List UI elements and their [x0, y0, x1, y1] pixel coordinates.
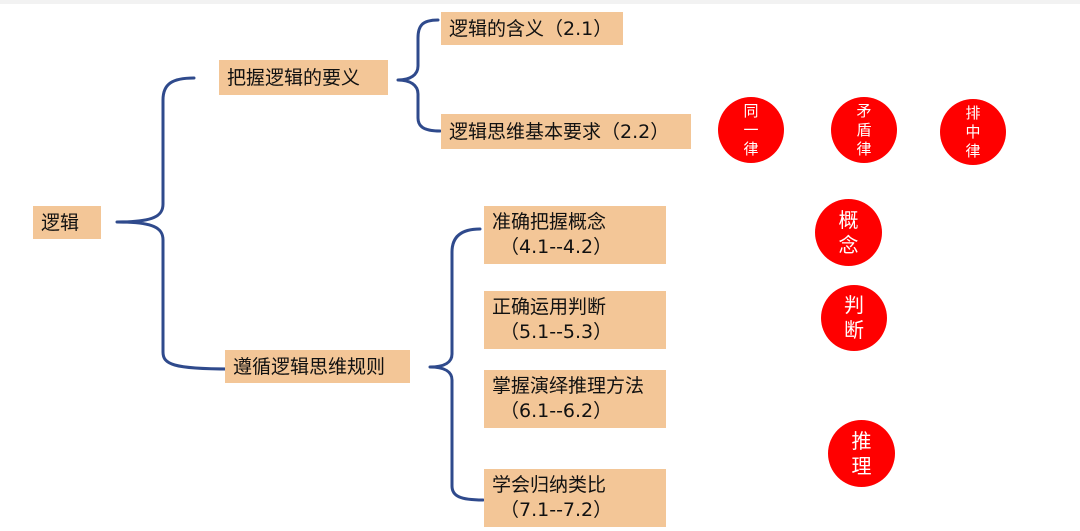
circle-reasoning: 推 理: [828, 420, 895, 487]
node-induction-analogy-label: 学会归纳类比: [492, 474, 607, 496]
node-deductive-reasoning-label: 掌握演绎推理方法: [492, 375, 645, 397]
brace-bottom: [428, 227, 485, 502]
circle-law-excluded-middle-char-3: 律: [965, 141, 981, 160]
node-use-judgment-label: 正确运用判断: [492, 296, 607, 318]
node-use-judgment: 正确运用判断 （5.1--5.3）: [484, 291, 666, 349]
brace-top: [396, 18, 442, 133]
circle-law-contradiction-char-1: 矛: [856, 101, 872, 120]
node-root-logic: 逻辑: [33, 206, 101, 239]
circle-concept-char-1: 概: [838, 207, 859, 232]
circle-judgment-char-2: 断: [844, 318, 864, 342]
node-grasp-essence: 把握逻辑的要义: [219, 60, 388, 95]
circle-law-excluded-middle: 排 中 律: [940, 99, 1006, 165]
circle-law-identity-char-1: 同: [743, 101, 759, 120]
node-grasp-concept-label: 准确把握概念: [492, 211, 607, 233]
node-deductive-reasoning: 掌握演绎推理方法 （6.1--6.2）: [484, 370, 666, 428]
circle-reasoning-char-2: 理: [851, 453, 872, 478]
node-basic-requirements-label: 逻辑思维基本要求（2.2）: [449, 120, 670, 143]
circle-law-contradiction: 矛 盾 律: [831, 97, 897, 163]
node-follow-rules-label: 遵循逻辑思维规则: [233, 355, 386, 378]
circle-reasoning-char-1: 推: [851, 428, 872, 453]
node-meaning-of-logic: 逻辑的含义（2.1）: [441, 12, 623, 45]
circle-concept-char-2: 念: [838, 232, 859, 257]
node-grasp-concept: 准确把握概念 （4.1--4.2）: [484, 206, 666, 264]
circle-judgment-char-1: 判: [844, 293, 864, 317]
node-grasp-concept-range: （4.1--4.2）: [500, 236, 613, 258]
circle-law-identity-char-2: 一: [743, 120, 759, 139]
circle-law-contradiction-char-2: 盾: [856, 120, 872, 139]
circle-law-identity: 同 一 律: [718, 97, 784, 163]
top-strip: [0, 0, 1080, 4]
circle-law-contradiction-char-3: 律: [856, 139, 872, 158]
node-follow-rules: 遵循逻辑思维规则: [225, 350, 410, 383]
node-root-label: 逻辑: [41, 211, 80, 234]
node-use-judgment-range: （5.1--5.3）: [500, 321, 613, 343]
circle-law-excluded-middle-char-2: 中: [965, 122, 981, 141]
node-induction-analogy: 学会归纳类比 （7.1--7.2）: [484, 469, 666, 527]
circle-concept: 概 念: [815, 199, 882, 266]
brace-root: [115, 76, 232, 371]
circle-law-excluded-middle-char-1: 排: [965, 103, 981, 122]
node-grasp-essence-label: 把握逻辑的要义: [227, 66, 361, 89]
node-deductive-reasoning-range: （6.1--6.2）: [500, 400, 613, 422]
circle-judgment: 判 断: [821, 285, 887, 351]
node-meaning-of-logic-label: 逻辑的含义（2.1）: [449, 17, 613, 40]
node-basic-requirements: 逻辑思维基本要求（2.2）: [441, 114, 691, 149]
circle-law-identity-char-3: 律: [743, 139, 759, 158]
node-induction-analogy-range: （7.1--7.2）: [500, 499, 613, 521]
